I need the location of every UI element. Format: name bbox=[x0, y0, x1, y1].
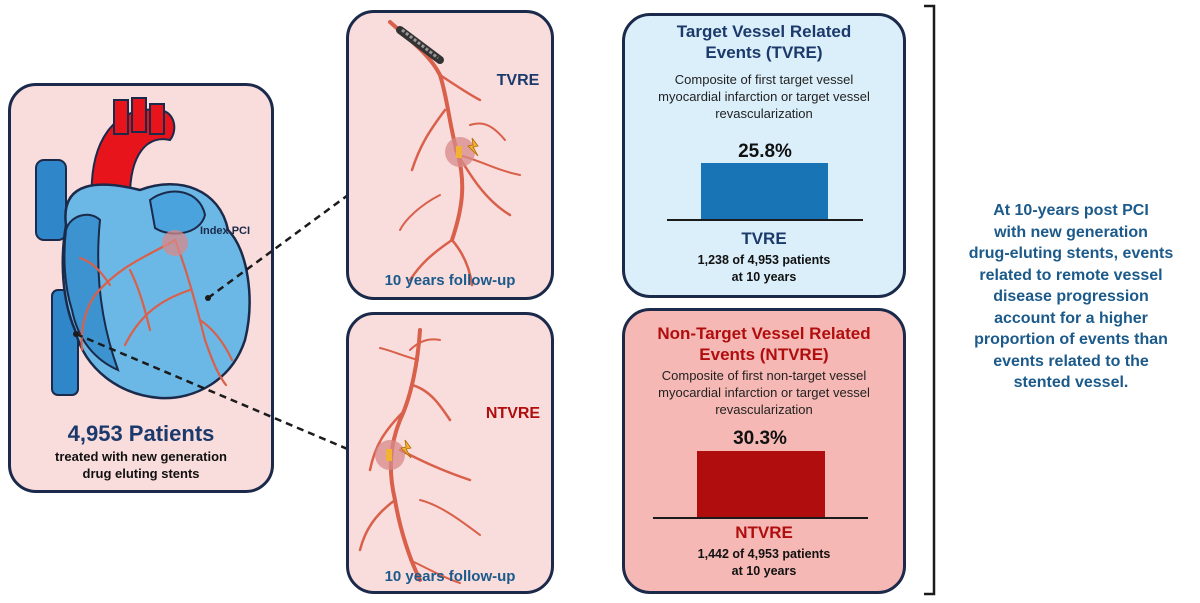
ntvre-card-desc-line3: revascularization bbox=[715, 402, 813, 417]
tvre-card-desc-line1: Composite of first target vessel bbox=[674, 72, 854, 87]
tvre-followup-label: 10 years follow-up bbox=[384, 272, 516, 289]
tvre-bar-label: 25.8% bbox=[738, 141, 792, 162]
ntvre-bar-label: 30.3% bbox=[733, 428, 787, 449]
conclusion-line: proportion of events than bbox=[974, 331, 1168, 348]
conclusion-line: stented vessel. bbox=[1013, 374, 1129, 391]
ntvre-card-count-line2: at 10 years bbox=[731, 564, 797, 578]
tvre-card-desc-line3: revascularization bbox=[715, 106, 813, 121]
conclusion-line: related to remote vessel bbox=[979, 266, 1163, 284]
tvre-card-name: TVRE bbox=[741, 229, 787, 248]
conclusion-line: with new generation bbox=[994, 223, 1148, 241]
tvre-bar bbox=[701, 163, 828, 219]
tvre-card bbox=[622, 13, 906, 298]
ntvre-baseline bbox=[653, 517, 868, 519]
ntvre-card-title-line2: Events (NTVRE) bbox=[699, 345, 829, 364]
tvre-card-title-line2: Events (TVRE) bbox=[705, 43, 823, 62]
ntvre-followup-label: 10 years follow-up bbox=[384, 568, 516, 585]
tvre-followup-tag: TVRE bbox=[496, 72, 540, 89]
ntvre-card-name: NTVRE bbox=[735, 523, 793, 542]
tvre-card-count-line1: 1,238 of 4,953 patients bbox=[697, 253, 831, 267]
ntvre-card-desc-line2: myocardial infarction or target vessel bbox=[658, 385, 870, 400]
ntvre-card-title-line1: Non-Target Vessel Related bbox=[657, 324, 871, 343]
patients-subtitle-line2: drug eluting stents bbox=[82, 466, 200, 481]
conclusion-line: drug-eluting stents, events bbox=[968, 245, 1174, 262]
conclusion-text: At 10-years post PCI with new generation… bbox=[948, 200, 1194, 394]
conclusion-line: disease progression bbox=[993, 288, 1149, 305]
conclusion-line: account for a higher bbox=[994, 309, 1148, 327]
tvre-baseline bbox=[667, 219, 863, 221]
ntvre-followup-tag: NTVRE bbox=[485, 405, 541, 422]
conclusion-line: events related to the bbox=[993, 352, 1149, 370]
patients-subtitle-line1: treated with new generation bbox=[55, 449, 227, 464]
tvre-card-desc-line2: myocardial infarction or target vessel bbox=[658, 89, 870, 104]
tvre-card-title-line1: Target Vessel Related bbox=[676, 22, 852, 41]
ntvre-card-desc-line1: Composite of first non-target vessel bbox=[661, 368, 867, 383]
conclusion-line: At 10-years post PCI bbox=[993, 202, 1149, 219]
patients-count-title: 4,953 Patients bbox=[67, 421, 215, 446]
tvre-card-count-line2: at 10 years bbox=[731, 270, 797, 284]
ntvre-bar bbox=[697, 451, 825, 517]
index-pci-label: Index PCI bbox=[199, 225, 251, 237]
ntvre-card-count-line1: 1,442 of 4,953 patients bbox=[697, 547, 831, 561]
